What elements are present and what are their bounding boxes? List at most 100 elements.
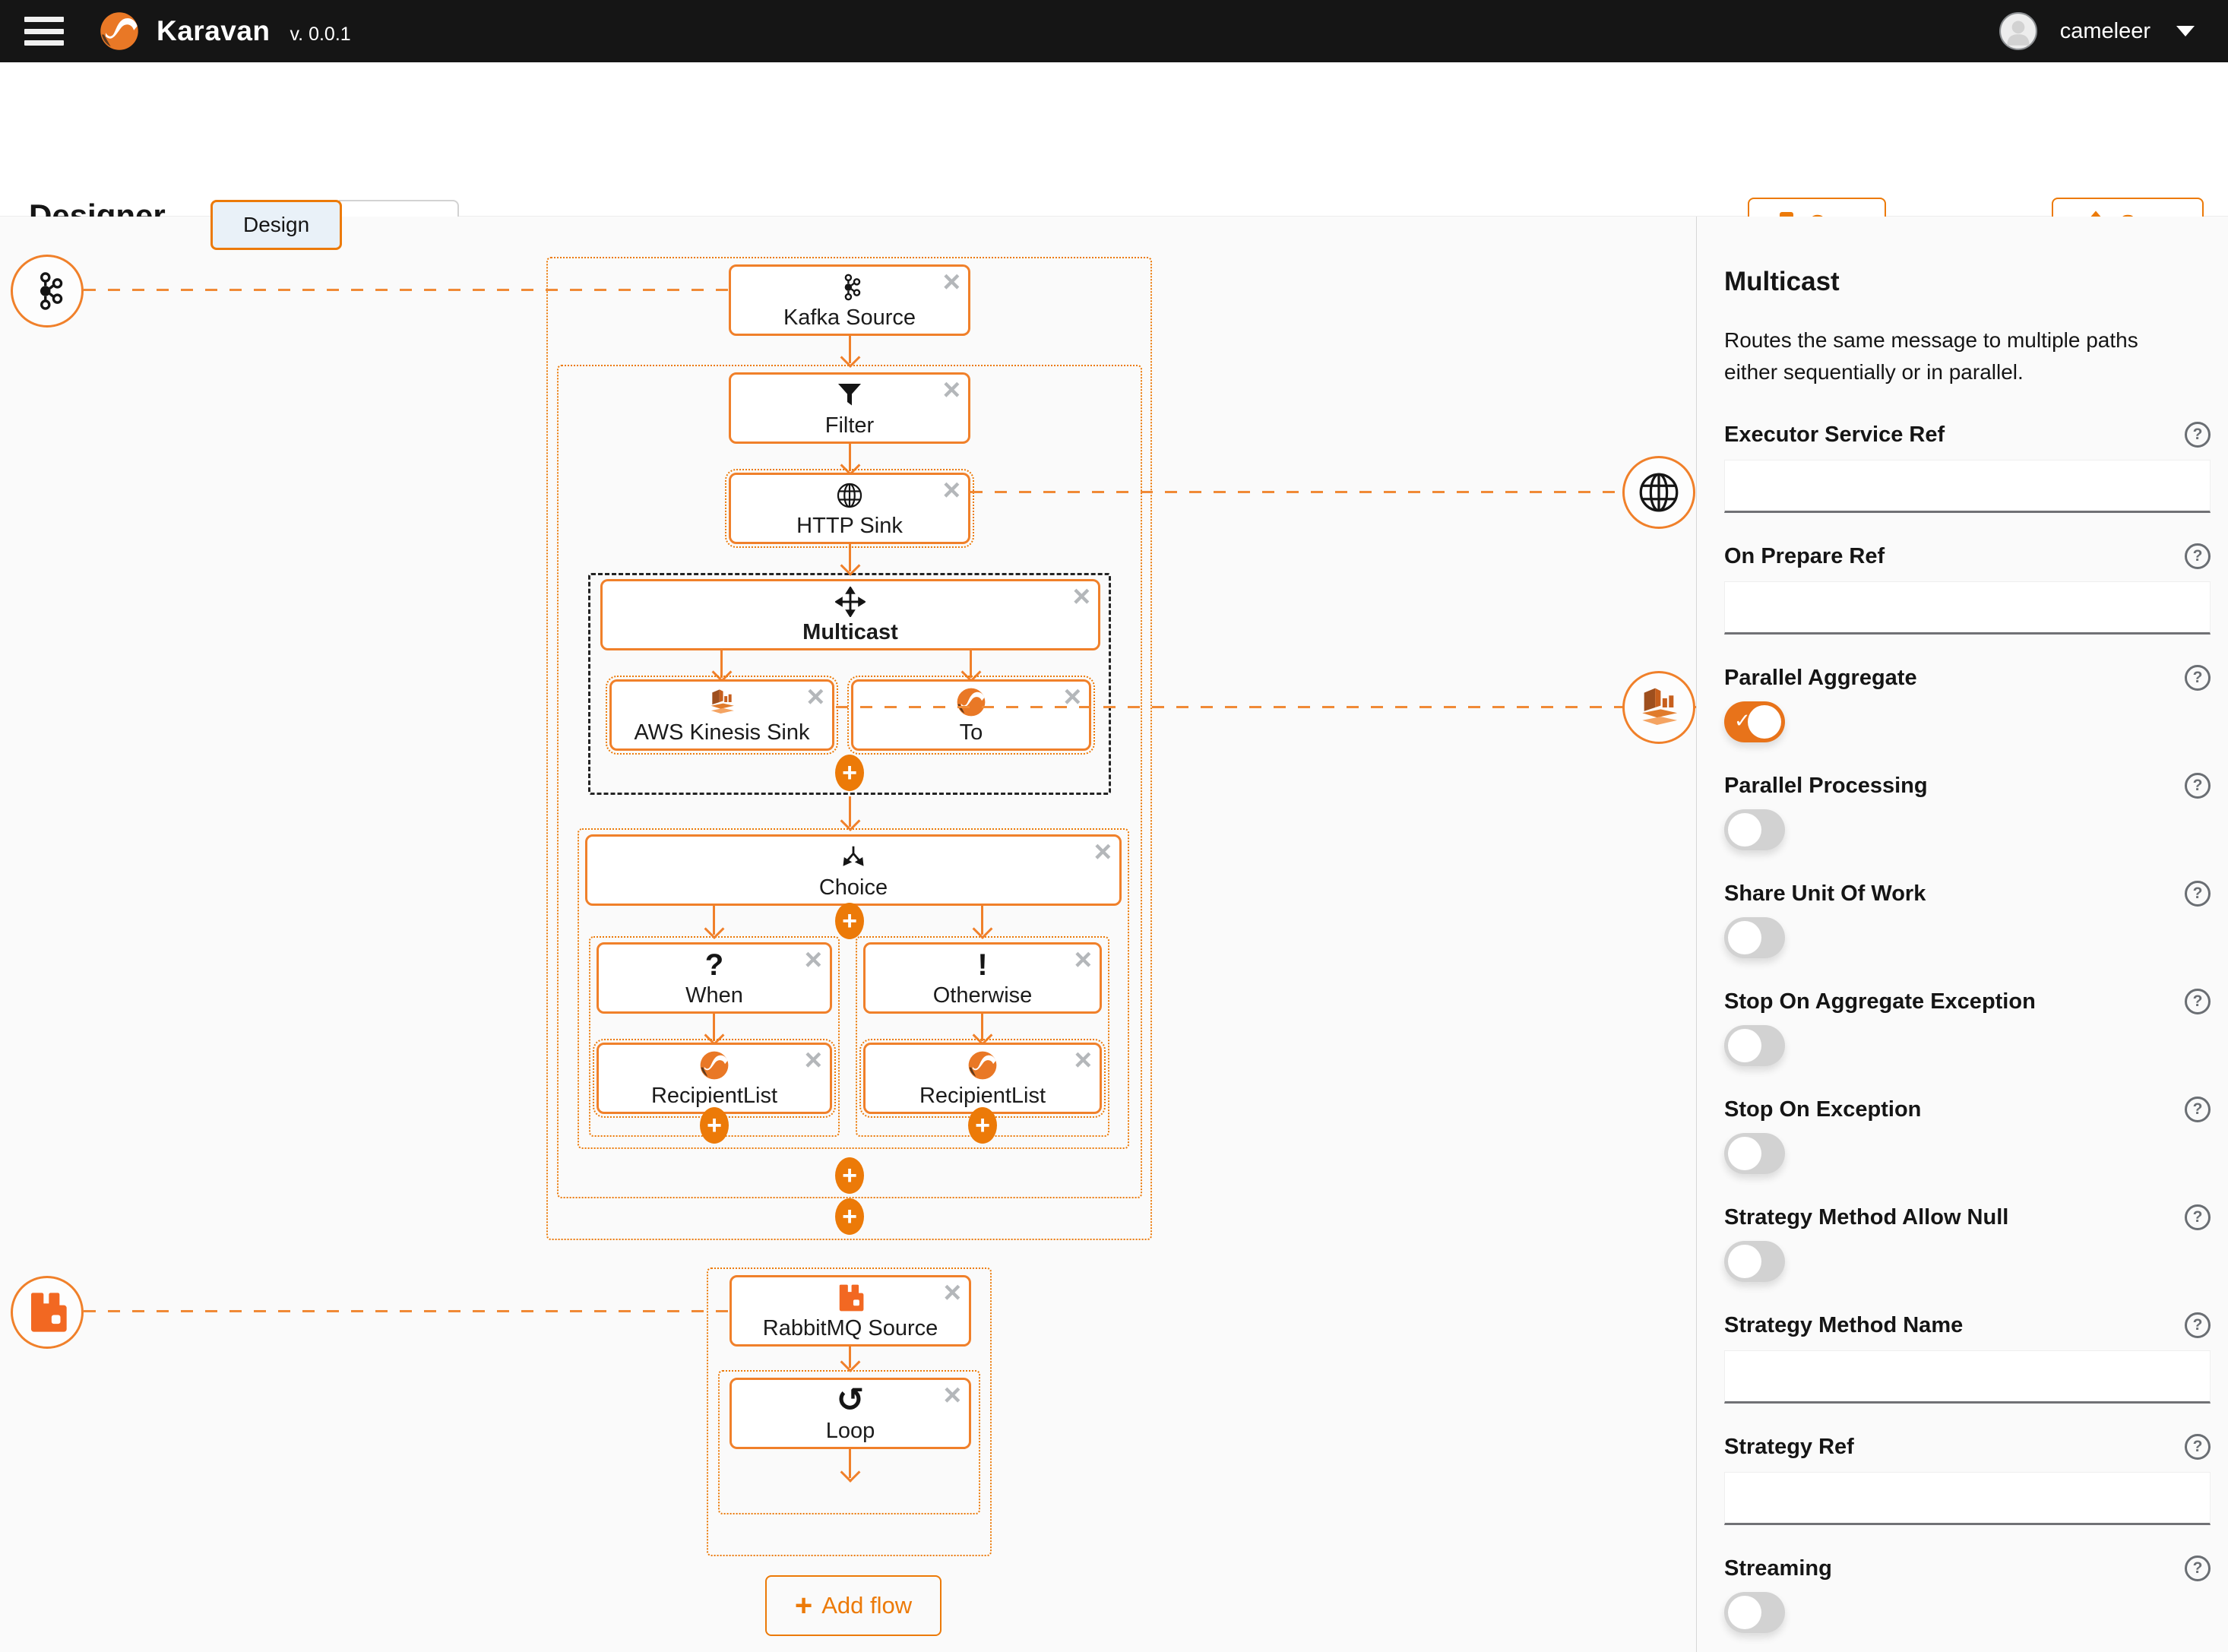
delete-step-icon[interactable]: × bbox=[804, 1043, 822, 1077]
rabbitmq-endpoint-connector bbox=[84, 1310, 728, 1312]
add-step-button[interactable]: + bbox=[968, 1107, 997, 1144]
step-http-sink[interactable]: HTTP Sink × bbox=[725, 469, 974, 548]
stop-on-exception-toggle[interactable]: ✓ bbox=[1724, 1133, 1785, 1174]
plus-icon: + bbox=[794, 1589, 813, 1622]
help-icon[interactable]: ? bbox=[2185, 1434, 2211, 1460]
parallel-processing-toggle[interactable]: ✓ bbox=[1724, 809, 1785, 850]
tab-design[interactable]: Design bbox=[210, 200, 343, 250]
kafka-endpoint[interactable] bbox=[11, 255, 84, 328]
help-icon[interactable]: ? bbox=[2185, 1097, 2211, 1122]
rabbitmq-icon bbox=[839, 1284, 864, 1312]
strategy-method-name-input[interactable] bbox=[1724, 1350, 2211, 1404]
share-unit-of-work-toggle[interactable]: ✓ bbox=[1724, 917, 1785, 958]
brand: Karavan v. 0.0.1 bbox=[99, 11, 351, 52]
user-menu[interactable]: cameleer bbox=[1999, 0, 2195, 62]
help-icon[interactable]: ? bbox=[2185, 773, 2211, 799]
step-loop[interactable]: ↺ Loop × bbox=[729, 1378, 971, 1449]
strategy-ref-input[interactable] bbox=[1724, 1472, 2211, 1525]
choice-icon bbox=[843, 846, 864, 866]
help-icon[interactable]: ? bbox=[2185, 881, 2211, 907]
step-label: To bbox=[959, 720, 983, 745]
chevron-down-icon bbox=[2176, 26, 2195, 36]
delete-step-icon[interactable]: × bbox=[943, 1378, 961, 1412]
flow-2-container[interactable] bbox=[707, 1267, 992, 1556]
help-icon[interactable]: ? bbox=[2185, 665, 2211, 691]
add-step-button[interactable]: + bbox=[835, 755, 864, 791]
step-label: RecipientList bbox=[919, 1084, 1046, 1108]
flow-arrow bbox=[713, 1014, 715, 1041]
delete-step-icon[interactable]: × bbox=[1072, 580, 1090, 613]
menu-toggle-icon[interactable] bbox=[24, 17, 64, 46]
http-endpoint[interactable] bbox=[1622, 456, 1695, 529]
camel-icon bbox=[700, 1051, 729, 1080]
step-label: Multicast bbox=[802, 620, 898, 644]
panel-description: Routes the same message to multiple path… bbox=[1724, 328, 2138, 384]
stop-on-aggregate-exception-toggle[interactable]: ✓ bbox=[1724, 1025, 1785, 1066]
step-choice[interactable]: Choice × bbox=[585, 834, 1122, 906]
step-otherwise[interactable]: ! Otherwise × bbox=[863, 942, 1102, 1014]
step-multicast[interactable]: Multicast × bbox=[600, 579, 1100, 650]
flow-arrow bbox=[849, 1449, 851, 1478]
delete-step-icon[interactable]: × bbox=[942, 373, 961, 407]
step-to[interactable]: To × bbox=[847, 676, 1095, 755]
delete-step-icon[interactable]: × bbox=[942, 265, 961, 299]
add-step-button[interactable]: + bbox=[835, 1157, 864, 1194]
step-kafka-source[interactable]: Kafka Source × bbox=[729, 264, 970, 336]
step-recipientlist-otherwise[interactable]: RecipientList × bbox=[859, 1039, 1106, 1118]
step-label: Otherwise bbox=[932, 983, 1033, 1008]
field-streaming: Streaming ? ✓ bbox=[1724, 1555, 2211, 1633]
rabbitmq-endpoint[interactable] bbox=[11, 1276, 84, 1349]
choice-container[interactable] bbox=[578, 828, 1129, 1149]
help-icon[interactable]: ? bbox=[2185, 1204, 2211, 1230]
add-step-button[interactable]: + bbox=[700, 1107, 729, 1144]
help-icon[interactable]: ? bbox=[2185, 1555, 2211, 1581]
aws-kinesis-endpoint[interactable] bbox=[1622, 671, 1695, 744]
question-icon: ? bbox=[704, 948, 724, 982]
step-filter[interactable]: Filter × bbox=[729, 372, 970, 444]
delete-step-icon[interactable]: × bbox=[806, 680, 824, 714]
help-icon[interactable]: ? bbox=[2185, 989, 2211, 1014]
delete-step-icon[interactable]: × bbox=[1074, 943, 1092, 976]
step-recipientlist-when[interactable]: RecipientList × bbox=[593, 1039, 836, 1118]
delete-step-icon[interactable]: × bbox=[942, 473, 961, 507]
aws-kinesis-icon bbox=[710, 689, 734, 714]
designer-toolbar: Designer Design YAML Copy Save bbox=[0, 62, 2228, 250]
step-aws-kinesis-sink[interactable]: AWS Kinesis Sink × bbox=[606, 676, 838, 755]
designer-canvas[interactable]: Kafka Source × Filter × HTTP Sink × bbox=[0, 217, 1696, 1652]
help-icon[interactable]: ? bbox=[2185, 422, 2211, 448]
field-executor-service-ref: Executor Service Ref ? bbox=[1724, 422, 2211, 513]
on-prepare-ref-input[interactable] bbox=[1724, 581, 2211, 635]
help-icon[interactable]: ? bbox=[2185, 1312, 2211, 1338]
delete-step-icon[interactable]: × bbox=[804, 943, 822, 976]
add-flow-button[interactable]: + Add flow bbox=[765, 1575, 942, 1636]
field-parallel-processing: Parallel Processing ? ✓ bbox=[1724, 773, 2211, 850]
flow-arrow bbox=[981, 1014, 983, 1041]
parallel-aggregate-toggle[interactable]: ✓ bbox=[1724, 701, 1785, 742]
streaming-toggle[interactable]: ✓ bbox=[1724, 1592, 1785, 1633]
step-label: Filter bbox=[824, 413, 875, 438]
step-rabbitmq-source[interactable]: RabbitMQ Source × bbox=[729, 1275, 971, 1347]
delete-step-icon[interactable]: × bbox=[943, 1276, 961, 1309]
app-version: v. 0.0.1 bbox=[290, 23, 351, 45]
delete-step-icon[interactable]: × bbox=[1074, 1043, 1092, 1077]
executor-service-ref-input[interactable] bbox=[1724, 460, 2211, 513]
flow-1-container[interactable] bbox=[546, 257, 1152, 1240]
kafka-icon bbox=[844, 274, 861, 301]
step-when[interactable]: ? When × bbox=[597, 942, 832, 1014]
globe-icon bbox=[837, 483, 862, 508]
add-step-button[interactable]: + bbox=[835, 1198, 864, 1235]
panel-title: Multicast bbox=[1724, 267, 1840, 296]
add-branch-button[interactable]: + bbox=[835, 903, 864, 939]
delete-step-icon[interactable]: × bbox=[1063, 680, 1081, 714]
strategy-method-allow-null-toggle[interactable]: ✓ bbox=[1724, 1241, 1785, 1282]
flow-arrow bbox=[849, 336, 851, 363]
help-icon[interactable]: ? bbox=[2185, 543, 2211, 569]
kinesis-endpoint-connector bbox=[836, 706, 1696, 708]
delete-step-icon[interactable]: × bbox=[1093, 835, 1112, 869]
app-title: Karavan bbox=[157, 15, 271, 46]
flow-arrow bbox=[720, 650, 723, 678]
field-on-prepare-ref: On Prepare Ref ? bbox=[1724, 543, 2211, 635]
field-strategy-method-allow-null: Strategy Method Allow Null ? ✓ bbox=[1724, 1204, 2211, 1282]
field-stop-on-exception: Stop On Exception ? ✓ bbox=[1724, 1097, 2211, 1174]
flow-arrow bbox=[849, 444, 851, 471]
